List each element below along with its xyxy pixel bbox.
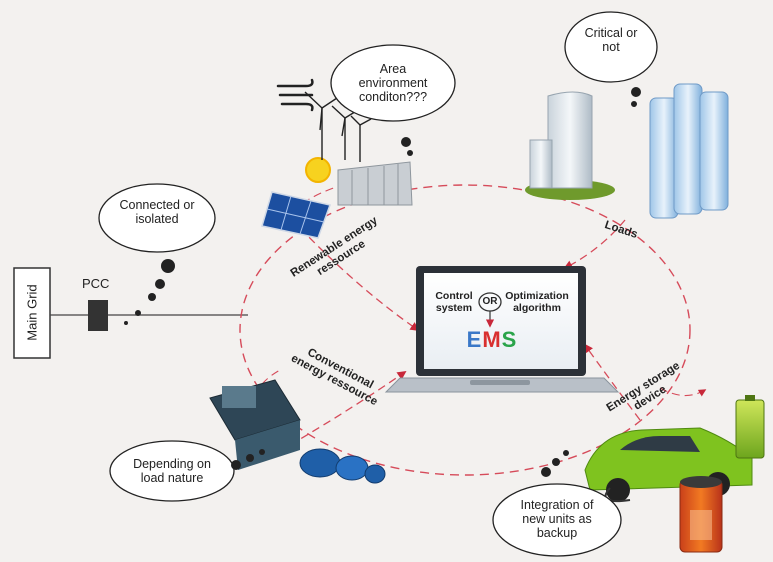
ems-letter-s: S — [501, 327, 518, 352]
main-grid-box — [13, 267, 51, 359]
arrow-loads-to-ems — [563, 219, 626, 269]
hydro-dam-icon — [337, 161, 413, 206]
office-building-icon — [525, 91, 615, 200]
or-text: OR — [482, 296, 498, 307]
main-grid-label: Main Grid — [24, 284, 40, 341]
control-system-text: Control system — [435, 290, 473, 314]
electric-car-icon — [584, 427, 753, 503]
dashed-microgrid-loop — [239, 184, 691, 476]
cloud-integration — [492, 450, 622, 557]
pcc-label: PCC — [82, 276, 110, 291]
cloud-depending — [109, 440, 265, 502]
arrow-renewable-to-ems — [299, 227, 420, 332]
ems-letter-e: E — [466, 327, 483, 352]
cloud-area-text: Area environment conditon??? — [358, 62, 428, 104]
skyscraper-towers-icon — [649, 83, 729, 219]
sun-icon — [305, 157, 331, 183]
cloud-critical-text: Critical or not — [584, 26, 638, 54]
turbine-generator-icon — [299, 448, 386, 484]
cloud-critical — [564, 11, 658, 107]
arrow-conventional-to-ems — [289, 370, 407, 446]
cloud-integration-text: Integration of new units as backup — [520, 498, 594, 540]
pcc-switch — [88, 300, 108, 331]
ems-letter-m: M — [482, 327, 502, 352]
cloud-connected — [98, 183, 216, 325]
storage-cell-icon — [679, 476, 723, 553]
cloud-depending-text: Depending on load nature — [133, 457, 211, 485]
cloud-area-environment — [330, 44, 456, 156]
wind-icon — [276, 78, 314, 112]
diesel-generator-icon — [209, 379, 301, 470]
arrow-storage-to-ems — [583, 343, 641, 421]
optimization-text: Optimization algorithm — [505, 290, 569, 314]
battery-icon — [735, 395, 765, 459]
ems-logo: EMS — [465, 327, 519, 353]
solar-panel-icon — [261, 191, 331, 239]
arrow-to-storage — [659, 387, 707, 397]
ems-laptop — [384, 266, 620, 393]
cloud-connected-text: Connected or isolated — [119, 198, 195, 226]
